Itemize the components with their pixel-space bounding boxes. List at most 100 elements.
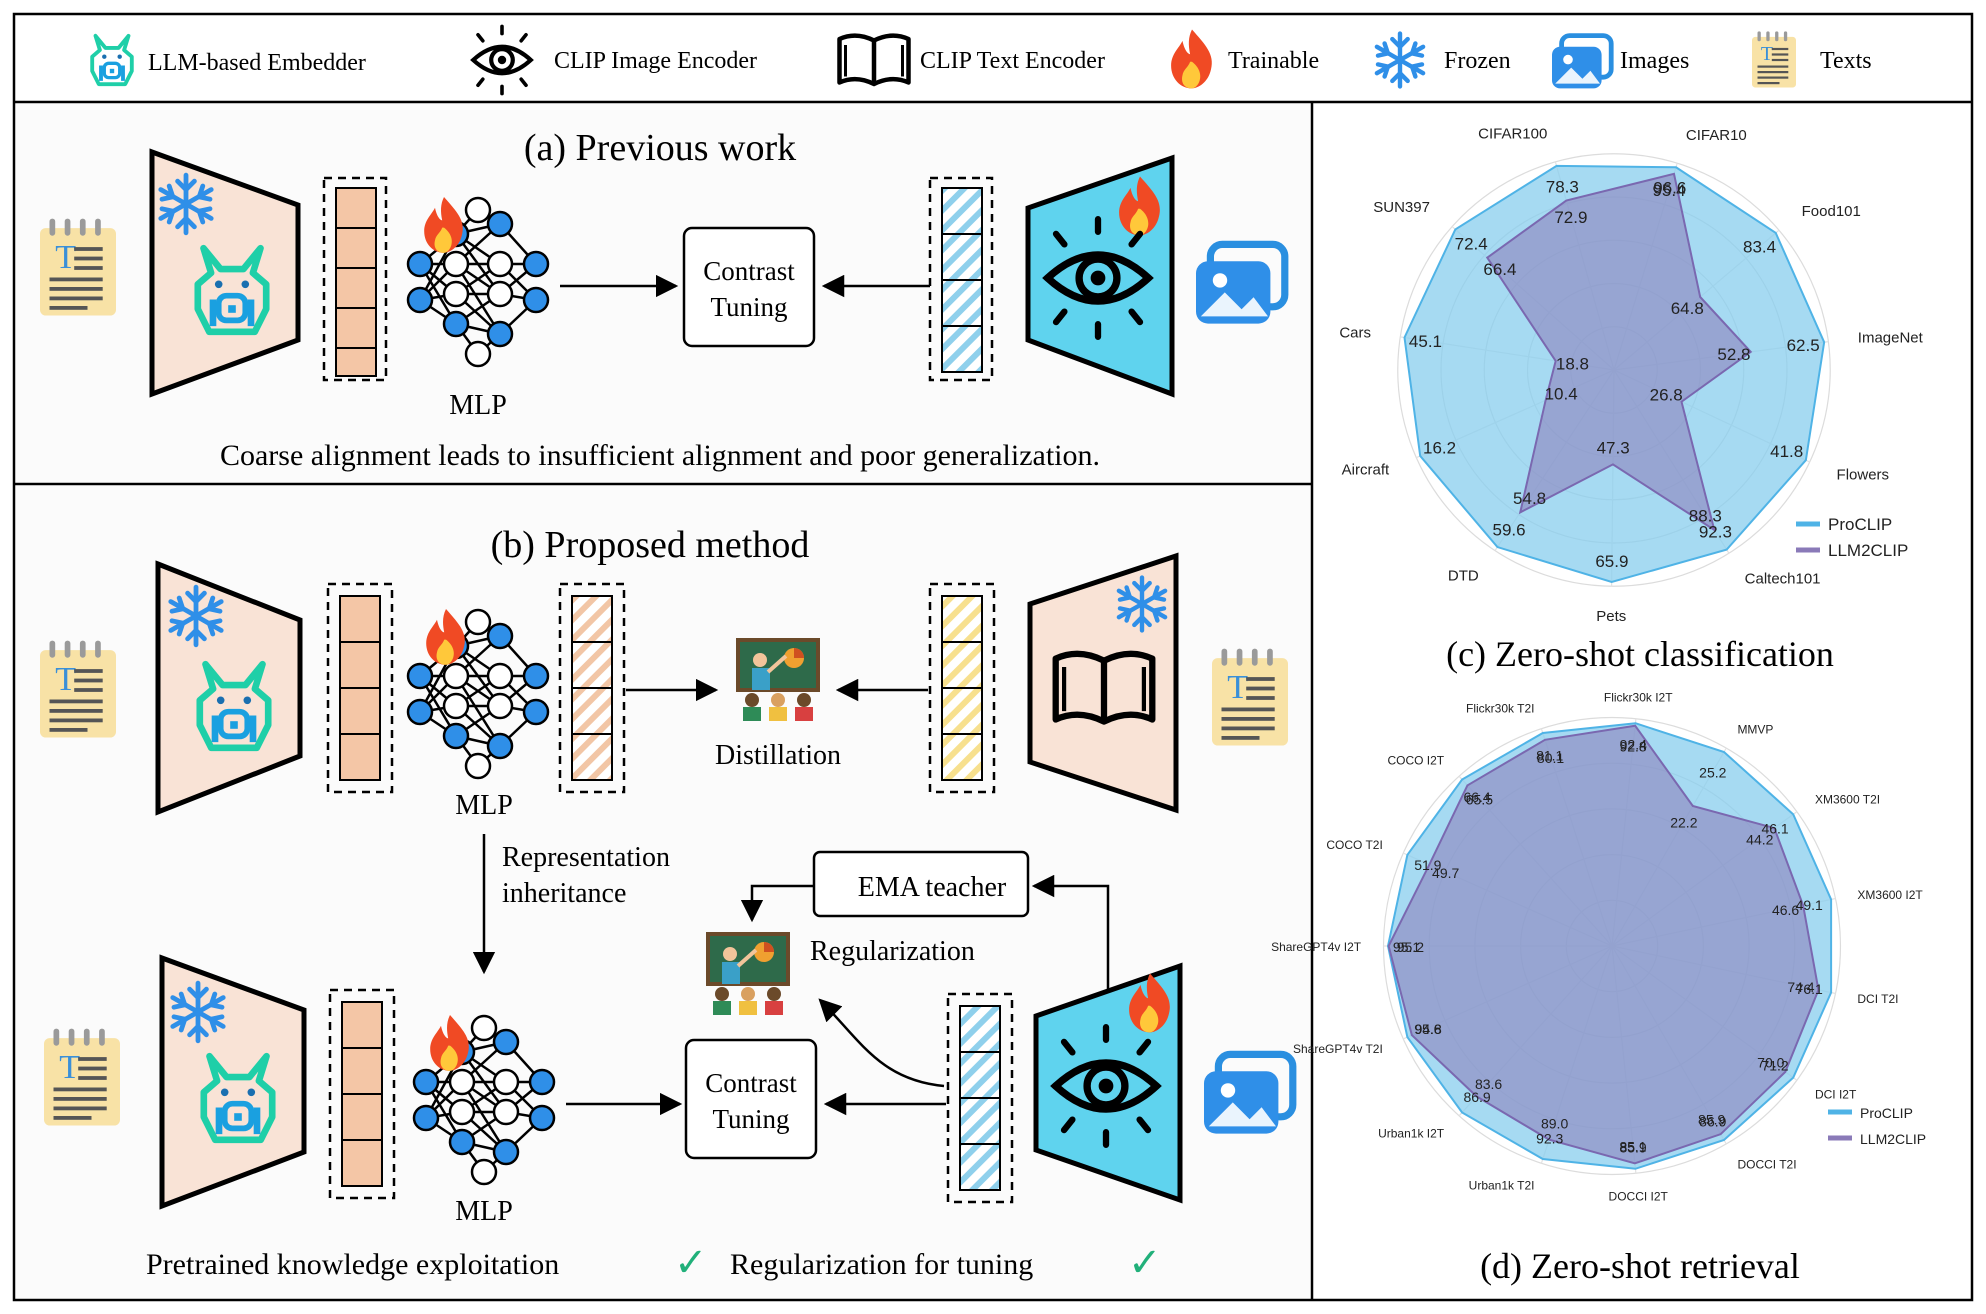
axis-label: COCO T2I xyxy=(1326,838,1382,852)
data-label: 85.9 xyxy=(1619,1139,1646,1155)
data-label: 22.2 xyxy=(1670,815,1697,831)
axis-label: DCI I2T xyxy=(1815,1087,1857,1101)
embedding-dashed-box xyxy=(928,582,996,794)
data-label: 71.2 xyxy=(1761,1057,1788,1073)
legend-image-encoder-label: CLIP Image Encoder xyxy=(554,48,757,74)
contrast-label-line2: Tuning xyxy=(712,1104,789,1134)
data-label: 92.3 xyxy=(1699,523,1732,542)
orange-embedding xyxy=(341,1001,383,1187)
data-label: 94.8 xyxy=(1415,1021,1442,1037)
legend-entry: LLM2CLIP xyxy=(1828,541,1908,560)
axis-label: Aircraft xyxy=(1342,462,1390,479)
panel-b-title: (b) Proposed method xyxy=(491,524,810,566)
embedding-dashed-box xyxy=(328,988,396,1200)
blue-embedding xyxy=(941,187,983,373)
image-icon xyxy=(1552,36,1611,89)
axis-label: DTD xyxy=(1448,567,1479,584)
data-label: 78.3 xyxy=(1546,177,1579,196)
axis-label: Flickr30k T2I xyxy=(1466,701,1534,715)
text-doc-icon xyxy=(40,218,116,316)
data-label: 95.2 xyxy=(1397,939,1424,955)
embedding-dashed-box xyxy=(326,582,394,794)
teacher-icon xyxy=(706,932,790,1017)
caption-regularization: Regularization for tuning xyxy=(730,1248,1033,1281)
outer-frame xyxy=(12,12,1974,1302)
axis-label: CIFAR100 xyxy=(1478,125,1547,142)
data-label: 62.5 xyxy=(1787,336,1820,355)
legend-texts-label: Texts xyxy=(1820,48,1872,74)
data-label: 92.3 xyxy=(1536,1131,1563,1147)
data-label: 65.9 xyxy=(1595,552,1628,571)
axis-label: Pets xyxy=(1596,608,1626,625)
data-label: 72.4 xyxy=(1455,234,1488,253)
hatched-orange-embedding xyxy=(571,595,613,781)
data-label: 85.1 xyxy=(1619,1139,1646,1155)
embedding-dashed-box xyxy=(558,582,626,794)
eye-icon xyxy=(473,26,531,93)
arrow-embedding-to-regularization xyxy=(818,998,945,1088)
text-doc-icon xyxy=(44,1028,120,1126)
blue-embedding xyxy=(959,1005,1001,1191)
embedding-dashed-box xyxy=(946,992,1014,1204)
data-label: 49.7 xyxy=(1432,865,1459,881)
embedding-dashed-box xyxy=(322,176,388,382)
mlp-label: MLP xyxy=(449,390,507,421)
axis-label: COCO I2T xyxy=(1387,754,1444,768)
ema-teacher-box xyxy=(812,850,1030,918)
axis-label: ShareGPT4v T2I xyxy=(1293,1042,1383,1056)
axis-label: MMVP xyxy=(1737,723,1773,737)
text-doc-icon xyxy=(40,640,116,738)
data-label: 76.1 xyxy=(1796,981,1823,997)
llm-embedder-trapezoid xyxy=(149,148,301,398)
snowflake-icon xyxy=(1377,34,1423,87)
panel-b: (b) Proposed method MLP Distillation xyxy=(40,524,1293,1286)
data-label: 81.1 xyxy=(1536,747,1563,763)
legend-frozen-label: Frozen xyxy=(1444,48,1511,74)
arrow-ema-to-regularization xyxy=(740,884,814,923)
series-area-llm2clip xyxy=(1485,172,1753,533)
check-mark: ✓ xyxy=(674,1240,708,1286)
contrast-tuning-box xyxy=(684,1038,818,1160)
data-label: 45.1 xyxy=(1409,332,1442,351)
data-label: 86.9 xyxy=(1463,1089,1490,1105)
data-label: 47.3 xyxy=(1597,438,1630,457)
data-label: 85.9 xyxy=(1698,1112,1725,1128)
data-label: 80.1 xyxy=(1537,750,1564,766)
data-label: 49.1 xyxy=(1796,897,1823,913)
data-label: 44.2 xyxy=(1746,832,1773,848)
mlp-label-bottom: MLP xyxy=(455,1196,513,1227)
text-doc-icon xyxy=(1212,648,1288,746)
panel-a: (a) Previous work MLP Contrast Tuning Co xyxy=(40,127,1285,472)
axis-label: ImageNet xyxy=(1858,330,1924,347)
radar-chart-classification: 96.683.462.541.892.365.959.616.245.172.4… xyxy=(1339,125,1923,625)
chart-d-title: (d) Zero-shot retrieval xyxy=(1480,1246,1800,1286)
data-label: 46.6 xyxy=(1772,902,1799,918)
data-label: 86.9 xyxy=(1699,1114,1726,1130)
book-icon xyxy=(840,36,909,84)
regularization-label: Regularization xyxy=(810,936,975,967)
axis-label: Urban1k T2I xyxy=(1469,1179,1535,1193)
axis-label: DOCCI T2I xyxy=(1737,1157,1796,1171)
distillation-label: Distillation xyxy=(715,740,841,771)
data-label: 10.4 xyxy=(1545,384,1578,403)
data-label: 96.6 xyxy=(1653,179,1686,198)
teacher-icon xyxy=(736,638,820,723)
grid-ring xyxy=(1397,153,1831,587)
embedding-dashed-box xyxy=(928,176,994,382)
data-label: 25.2 xyxy=(1699,764,1726,780)
data-label: 95.6 xyxy=(1414,1021,1441,1037)
data-label: 18.8 xyxy=(1556,355,1589,374)
check-mark: ✓ xyxy=(1128,1240,1162,1286)
data-label: 92.4 xyxy=(1620,737,1647,753)
data-label: 54.8 xyxy=(1513,489,1546,508)
legend-trainable-label: Trainable xyxy=(1228,48,1319,74)
panel-a-caption: Coarse alignment leads to insufficient a… xyxy=(220,439,1100,472)
representation-label-line1: Representation xyxy=(502,842,670,873)
data-label: 64.8 xyxy=(1671,299,1704,318)
radar-chart-retrieval: 92.825.246.149.176.171.286.985.992.386.9… xyxy=(1271,690,1926,1203)
data-label: 66.4 xyxy=(1483,260,1516,279)
arrow-encoder-to-ema xyxy=(1031,874,1110,990)
legend-images-label: Images xyxy=(1620,48,1689,74)
representation-label-line2: inheritance xyxy=(502,878,626,909)
data-label: 59.6 xyxy=(1493,520,1526,539)
